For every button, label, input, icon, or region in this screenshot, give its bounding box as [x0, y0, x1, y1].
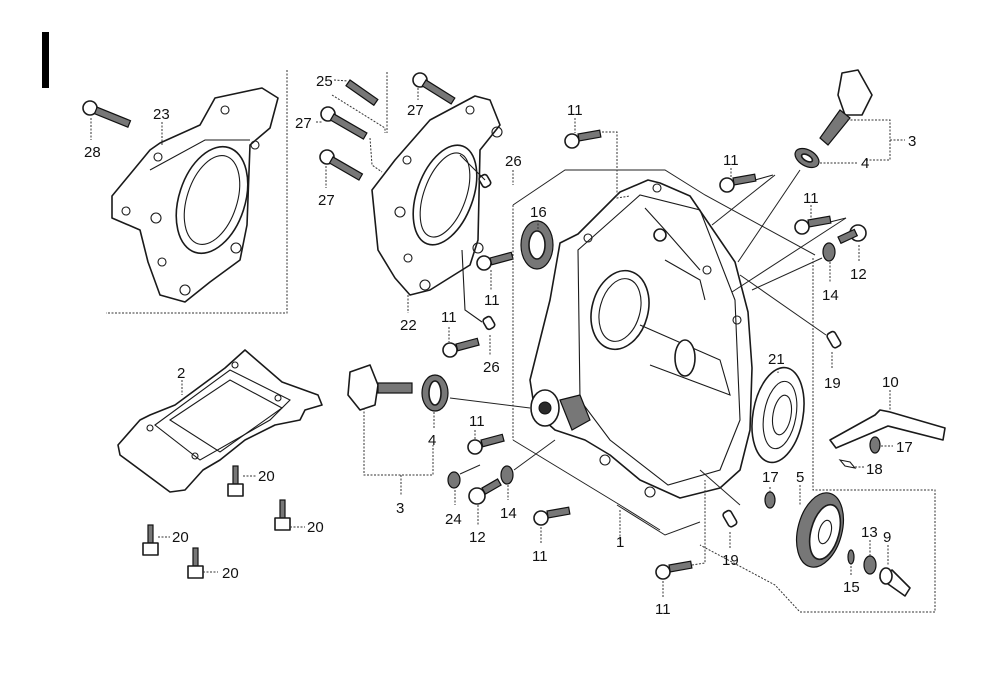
- callout-18[interactable]: 18: [866, 461, 883, 478]
- bolt-11-lower-mid[interactable]: [533, 506, 571, 543]
- callout-17[interactable]: 17: [896, 439, 913, 456]
- callout-19[interactable]: 19: [824, 375, 841, 392]
- bolt-11-bracket-low[interactable]: [442, 327, 480, 358]
- callout-1[interactable]: 1: [616, 534, 624, 551]
- group-box-23: [106, 70, 288, 314]
- washer-14-top[interactable]: [751, 242, 836, 291]
- washer-13[interactable]: [863, 540, 877, 575]
- oring-4-bottom[interactable]: [421, 374, 531, 428]
- callout-11[interactable]: 11: [469, 413, 485, 430]
- bearing-21[interactable]: [745, 363, 811, 466]
- dowel-pin-26-bottom[interactable]: [461, 249, 496, 355]
- clip-18[interactable]: [838, 459, 864, 469]
- callout-9[interactable]: 9: [883, 529, 891, 546]
- callout-24[interactable]: 24: [445, 511, 462, 528]
- bracket-22[interactable]: [371, 95, 503, 313]
- crankcase-1[interactable]: [529, 179, 753, 542]
- callout-14[interactable]: 14: [822, 287, 839, 304]
- callout-26[interactable]: 26: [483, 359, 500, 376]
- governor-shaft-10[interactable]: [829, 390, 946, 449]
- callout-4[interactable]: 4: [428, 432, 436, 449]
- callout-11[interactable]: 11: [723, 152, 739, 169]
- washer-17-left[interactable]: [764, 487, 776, 509]
- bolt-28[interactable]: [82, 100, 132, 140]
- callout-2[interactable]: 2: [177, 365, 185, 382]
- callout-5[interactable]: 5: [796, 469, 804, 486]
- bolt-11-top-left[interactable]: [564, 118, 631, 199]
- bolt-20-b[interactable]: [274, 499, 305, 531]
- callout-4[interactable]: 4: [861, 155, 869, 172]
- stud-25[interactable]: [331, 72, 388, 133]
- oil-seal-16[interactable]: [520, 220, 554, 270]
- callout-3[interactable]: 3: [396, 500, 404, 517]
- callout-26[interactable]: 26: [505, 153, 522, 170]
- callout-3[interactable]: 3: [908, 133, 916, 150]
- dowel-pin-19-top[interactable]: [739, 274, 842, 368]
- bolt-20-c[interactable]: [142, 524, 170, 556]
- callout-11[interactable]: 11: [803, 190, 819, 207]
- callout-23[interactable]: 23: [153, 106, 170, 123]
- dowel-pin-26-top[interactable]: [459, 154, 514, 189]
- callout-15[interactable]: 15: [843, 579, 860, 596]
- callout-13[interactable]: 13: [861, 524, 878, 541]
- governor-gear-5[interactable]: [789, 485, 851, 572]
- callout-21[interactable]: 21: [768, 351, 785, 368]
- callout-11[interactable]: 11: [567, 102, 583, 119]
- callout-27[interactable]: 27: [407, 102, 424, 119]
- callout-14[interactable]: 14: [500, 505, 517, 522]
- callout-11[interactable]: 11: [441, 309, 457, 326]
- crankcase-group-outline: [512, 169, 936, 613]
- callout-20[interactable]: 20: [258, 468, 275, 485]
- callout-19[interactable]: 19: [722, 552, 739, 569]
- callout-25[interactable]: 25: [316, 73, 333, 90]
- base-plate-2[interactable]: [117, 349, 323, 493]
- section-marker: [42, 32, 49, 88]
- callout-20[interactable]: 20: [307, 519, 324, 536]
- bolt-11-top-mid[interactable]: [711, 168, 776, 226]
- callout-12[interactable]: 12: [469, 529, 486, 546]
- clip-15[interactable]: [847, 549, 855, 575]
- callout-12[interactable]: 12: [850, 266, 867, 283]
- bolt-20-a[interactable]: [227, 465, 256, 497]
- adapter-plate-23[interactable]: [111, 87, 279, 303]
- callout-27[interactable]: 27: [318, 192, 335, 209]
- washer-24[interactable]: [447, 464, 481, 505]
- bolt-11-top-right[interactable]: [731, 205, 847, 293]
- callout-28[interactable]: 28: [84, 144, 101, 161]
- bolt-11-lower-left[interactable]: [467, 430, 505, 455]
- callout-11[interactable]: 11: [655, 601, 671, 618]
- holder-shaft-9[interactable]: [879, 545, 911, 597]
- washer-17-right[interactable]: [869, 436, 893, 454]
- callout-20[interactable]: 20: [172, 529, 189, 546]
- drain-bolt-12-top[interactable]: [837, 224, 867, 262]
- bolt-27-mid[interactable]: [316, 106, 383, 173]
- callout-11[interactable]: 11: [532, 548, 548, 565]
- callout-20[interactable]: 20: [222, 565, 239, 582]
- callout-27[interactable]: 27: [295, 115, 312, 132]
- bolt-11-bottom[interactable]: [655, 480, 706, 597]
- oring-4-top[interactable]: [737, 145, 858, 263]
- bolt-27-top[interactable]: [412, 72, 456, 105]
- bolt-27-low[interactable]: [319, 149, 364, 188]
- dowel-pin-19-bottom[interactable]: [699, 469, 741, 548]
- bolt-20-d[interactable]: [187, 547, 218, 579]
- washer-14-bottom[interactable]: [500, 439, 556, 500]
- bolt-11-bracket-right[interactable]: [476, 251, 514, 290]
- callout-11[interactable]: 11: [484, 292, 500, 309]
- callout-labels: 28 23 25 27 27 27 26 26 22 11 11 11 11 1…: [84, 73, 916, 618]
- callout-10[interactable]: 10: [882, 374, 899, 391]
- filler-cap-3-top[interactable]: [819, 69, 905, 161]
- drain-bolt-12-bottom[interactable]: [468, 478, 502, 525]
- callout-22[interactable]: 22: [400, 317, 417, 334]
- filler-cap-3-bottom[interactable]: [347, 364, 434, 495]
- callout-17[interactable]: 17: [762, 469, 779, 486]
- callout-16[interactable]: 16: [530, 204, 547, 221]
